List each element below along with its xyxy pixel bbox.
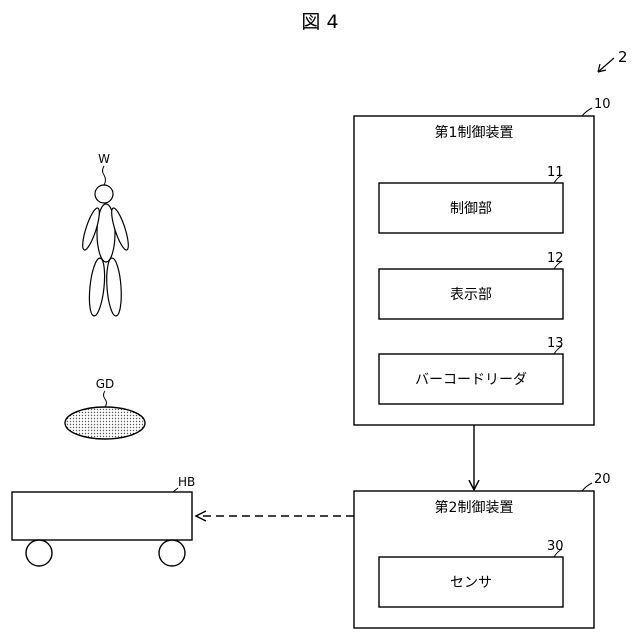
display-unit-ref: 12	[547, 251, 564, 266]
second-control-device-label: 第2制御装置	[435, 499, 514, 516]
figure-ref-arrow	[598, 58, 614, 72]
cart-ref-label: HB	[178, 475, 195, 489]
barcode-reader-ref: 13	[547, 336, 564, 351]
control-unit-label: 制御部	[450, 201, 492, 217]
figure-ref-label: 2	[618, 48, 628, 66]
goods-figure: GD	[65, 377, 145, 439]
second-control-device-ref: 20	[594, 472, 611, 487]
worker-ref-label: W	[98, 152, 110, 166]
figure-title: 図 4	[301, 11, 338, 33]
worker-figure: W	[79, 152, 131, 317]
barcode-reader-label: バーコードリーダ	[415, 372, 527, 388]
display-unit-label: 表示部	[450, 287, 492, 303]
goods-ref-label: GD	[96, 377, 115, 391]
first-control-device-label: 第1制御装置	[435, 124, 514, 141]
control-unit-ref: 11	[547, 165, 564, 180]
first-control-device-ref: 10	[594, 97, 611, 112]
sensor-ref: 30	[547, 539, 564, 554]
cart-figure: HB	[12, 475, 195, 566]
sensor-label: センサ	[450, 575, 492, 591]
